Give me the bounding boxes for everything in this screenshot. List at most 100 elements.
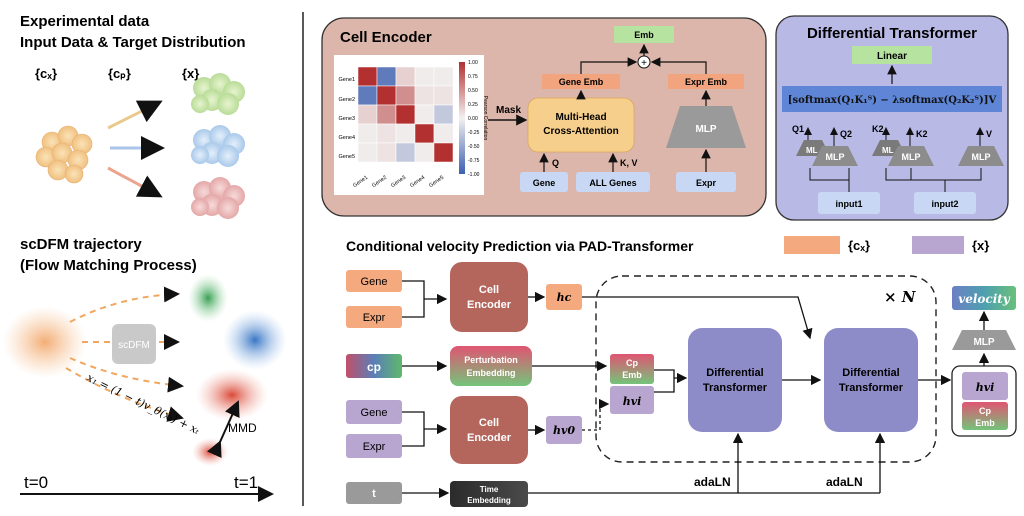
target-cluster-green	[191, 73, 245, 115]
heatmap-cell	[395, 85, 416, 106]
kv-label: K, V	[620, 158, 638, 168]
v-label: V	[986, 129, 992, 139]
flow-matching-title: (Flow Matching Process)	[20, 257, 197, 274]
t-box	[346, 482, 402, 504]
dt-mlp-3-label: MLP	[972, 152, 991, 162]
cp-box	[346, 354, 402, 378]
linear-box	[852, 46, 932, 64]
hvi-label-right: hvi	[976, 381, 995, 394]
diff-transformer-panel: Differential Transformer Linear [softmax…	[775, 15, 1009, 221]
time-embedding	[450, 481, 528, 507]
expr-emb-label: Expr Emb	[685, 77, 728, 87]
dt-mlp-2-label: MLP	[902, 152, 921, 162]
heatmap-cell	[414, 104, 435, 125]
dt-mlp-1-label: MLP	[826, 152, 845, 162]
expr-input-box	[676, 172, 736, 192]
t-label: t	[372, 488, 376, 500]
heatmap-colorbar	[459, 62, 465, 174]
expr-input-label: Expr	[696, 178, 717, 188]
cell-encoder-bottom	[450, 396, 528, 464]
colorbar-tick: 0.75	[468, 74, 478, 80]
scdfm-box-label: scDFM	[118, 340, 150, 351]
hvi-label-left: hvi	[623, 395, 642, 408]
mmd-arrow	[206, 400, 240, 459]
heatmap-cell	[395, 123, 416, 144]
source-cell-cluster	[35, 125, 93, 184]
mask-label: Mask	[496, 105, 521, 116]
cell-encoder-title: Cell Encoder	[340, 29, 432, 46]
dt-mlp-1	[812, 146, 858, 166]
target-cluster-blue	[191, 125, 245, 167]
colorbar-tick: 0.50	[468, 88, 478, 94]
flow-path-red	[69, 357, 184, 393]
heatmap-cell	[433, 104, 454, 125]
heatmap-row-labels: Gene1 Gene2 Gene3 Gene4 Gene5	[338, 77, 355, 160]
colorbar-tick: -1.00	[468, 172, 480, 178]
heatmap-cell	[414, 123, 435, 144]
legend-x-swatch	[912, 236, 964, 254]
cross-attention-line2: Cross-Attention	[543, 126, 619, 137]
colorbar-ticks: 1.00 0.75 0.50 0.25 0.00 -0.25 -0.50 -0.…	[468, 60, 480, 178]
heatmap-cell	[395, 104, 416, 125]
heatmap-cell	[357, 123, 378, 144]
expr-x-box	[346, 434, 402, 458]
cp-emb-right	[962, 402, 1008, 430]
cp-emb-right-l1: Cp	[979, 406, 991, 416]
diff-transformer-1	[688, 328, 782, 432]
hc-box	[546, 284, 582, 310]
legend-x-label: {x}	[972, 238, 989, 253]
input2-label: input2	[932, 199, 959, 209]
heatmap-cell	[376, 104, 397, 125]
dt-mlp-3	[958, 146, 1004, 166]
cp-emb-l2: Emb	[622, 370, 642, 380]
input1-label: input1	[836, 199, 863, 209]
gene-x-label: Gene	[361, 407, 388, 419]
heatmap-cell	[414, 142, 435, 163]
k2a-label: K2	[872, 124, 884, 134]
cell-encoder-top-l1: Cell	[479, 284, 499, 296]
input1-box	[818, 192, 880, 214]
heatmap-cell	[433, 66, 454, 87]
heatmap-cell	[433, 123, 454, 144]
experimental-data-title: Experimental data	[20, 13, 150, 30]
heatmap-row-label: Gene5	[338, 154, 355, 160]
hc-label: hc	[557, 291, 572, 304]
cp-emb-right-l2: Emb	[975, 418, 995, 428]
label-cx: {cₓ}	[35, 66, 57, 81]
cell-encoder-top	[450, 262, 528, 332]
gene-emb-label: Gene Emb	[559, 77, 604, 87]
flow-path-mmd	[65, 367, 184, 422]
geneemb-to-plus	[580, 57, 638, 74]
cross-attention-block	[527, 97, 635, 153]
gene-cx-box	[346, 270, 402, 292]
output-mlp-label: MLP	[973, 337, 994, 348]
cp-label: cp	[367, 360, 381, 374]
input-target-title: Input Data & Target Distribution	[20, 34, 246, 51]
formula-box	[782, 86, 1002, 112]
heatmap-cell	[414, 66, 435, 87]
heatmap-cell	[433, 85, 454, 106]
cross-attention-line1: Multi-Head	[555, 112, 606, 123]
ml-label-1: ML	[806, 146, 818, 155]
scdfm-box	[112, 324, 156, 364]
heatmap-row-label: Gene2	[338, 97, 355, 103]
velocity-box	[952, 286, 1016, 310]
expr-cx-box	[346, 306, 402, 328]
cell-encoder-panel: Cell Encoder Gene1 Gene2 Gene3 Gene4 Gen…	[321, 17, 767, 217]
dt1-l1: Differential	[706, 367, 763, 379]
colorbar-tick: -0.50	[468, 144, 480, 150]
hv0-box	[546, 416, 582, 444]
heatmap-row-label: Gene1	[338, 77, 355, 83]
dt2-l2: Transformer	[839, 382, 904, 394]
colorbar-tick: -0.75	[468, 158, 480, 164]
adaln-label-1: adaLN	[694, 475, 731, 489]
dt-formula: [softmax(Q₁K₁ᵀ) − λsoftmax(Q₂K₂ᵀ)]V	[788, 95, 997, 106]
expr-x-label: Expr	[363, 441, 386, 453]
input2-box	[914, 192, 976, 214]
colorbar-tick: -0.25	[468, 130, 480, 136]
arrow-to-red	[107, 166, 163, 198]
all-genes-box	[576, 172, 650, 192]
cp-emb-l1: Cp	[626, 358, 638, 368]
hvi-box-right	[962, 372, 1008, 400]
